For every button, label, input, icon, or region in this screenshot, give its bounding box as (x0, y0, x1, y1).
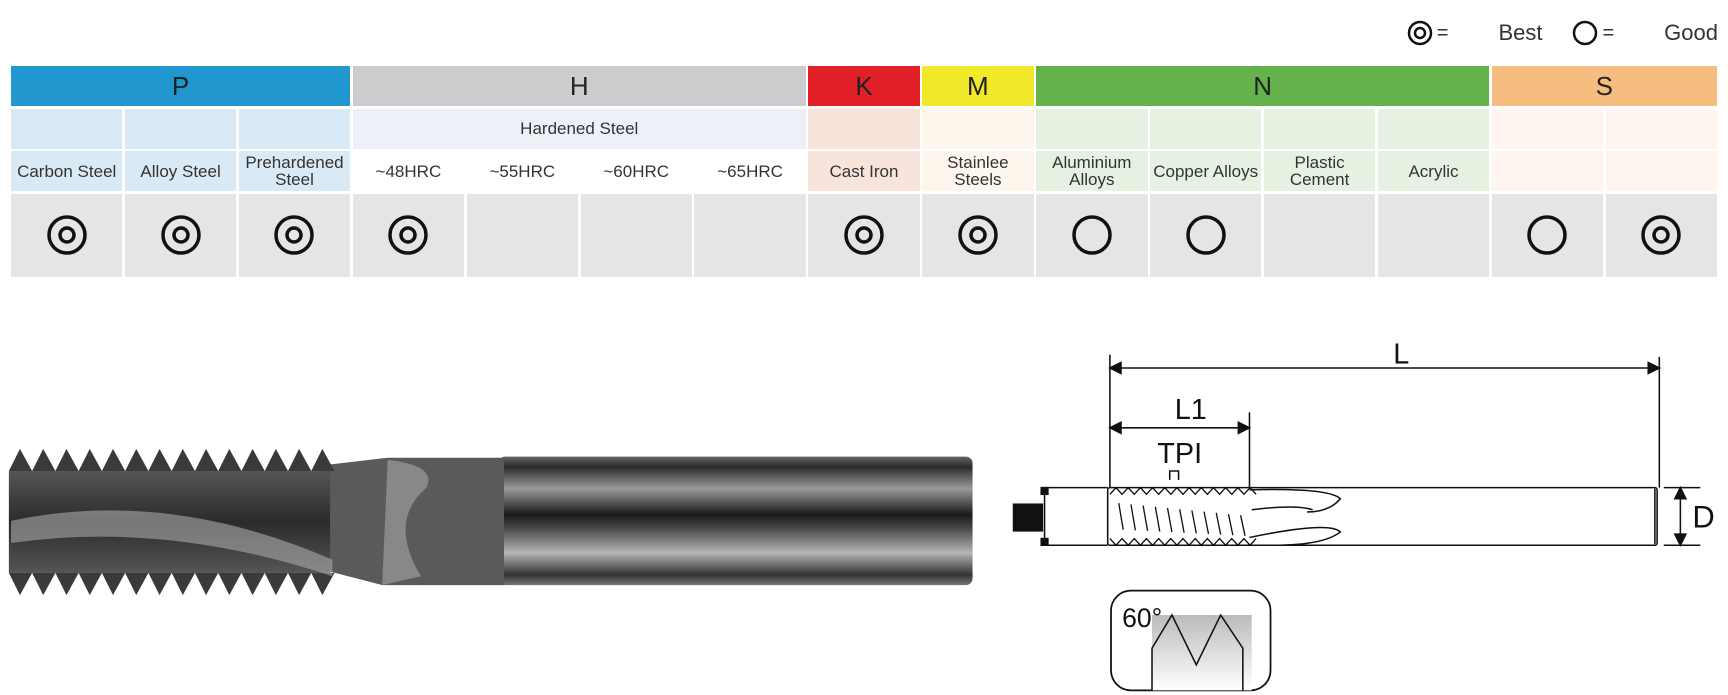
length-label: L (1393, 339, 1409, 371)
thread-teeth (8, 448, 335, 596)
circle-icon (1527, 215, 1568, 255)
subheader-cell (1263, 108, 1376, 149)
thread-length-label: L1 (1175, 394, 1207, 426)
double-circle-icon (1641, 215, 1682, 255)
material-label (1491, 151, 1604, 191)
technical-drawing (1012, 354, 1701, 692)
double-circle-icon (1407, 20, 1433, 46)
rating-cell (352, 193, 465, 277)
material-label: ~60HRC (580, 151, 692, 191)
rating-cell (1036, 193, 1148, 277)
flute-highlight (382, 459, 429, 586)
legend-good-label: Good (1664, 20, 1718, 45)
subheader-cell (1150, 108, 1262, 149)
double-circle-icon (46, 215, 87, 255)
rating-cell (1491, 193, 1604, 277)
legend-best-label: Best (1498, 20, 1543, 45)
group-header-m: M (922, 66, 1034, 106)
subheader-cell (124, 108, 237, 149)
subheader-cell (1036, 108, 1148, 149)
rating-cell (238, 193, 351, 277)
tpi-label: TPI (1157, 438, 1202, 470)
subheader-cell (238, 108, 351, 149)
material-label: Copper Alloys (1150, 151, 1262, 191)
group-header-s: S (1491, 66, 1717, 106)
subheader-hardened-steel: Hardened Steel (352, 108, 806, 149)
rating-cell (1377, 193, 1490, 277)
material-label: ~55HRC (466, 151, 578, 191)
rating-cell (922, 193, 1034, 277)
double-circle-icon (958, 215, 998, 255)
rating-cell (1605, 193, 1717, 277)
rating-cell (808, 193, 920, 277)
double-circle-icon (388, 215, 429, 255)
rating-cell (1263, 193, 1376, 277)
material-label: Alloy Steel (124, 151, 237, 191)
subheader-cell (1605, 108, 1717, 149)
material-label: Prehardened Steel (238, 151, 351, 191)
circle-icon (1185, 215, 1226, 255)
group-header-h: H (352, 66, 806, 106)
double-circle-icon (274, 215, 315, 255)
legend-good: = (1572, 20, 1614, 46)
thread-mill-photo (8, 448, 973, 596)
subheader-cell (11, 108, 123, 149)
rating-cell (11, 193, 123, 277)
material-label: Plastic Cement (1263, 151, 1376, 191)
subheader-cell (1377, 108, 1490, 149)
double-circle-icon (160, 215, 201, 255)
group-header-n: N (1036, 66, 1490, 106)
rating-cell (1150, 193, 1262, 277)
material-label (1605, 151, 1717, 191)
legend-equals: = (1436, 21, 1449, 44)
double-circle-icon (844, 215, 884, 255)
group-header-p: P (11, 66, 351, 106)
material-label: Aluminium Alloys (1036, 151, 1148, 191)
subheader-cell (922, 108, 1034, 149)
material-label: ~65HRC (694, 151, 806, 191)
group-header-k: K (808, 66, 920, 106)
subheader-cell (1491, 108, 1604, 149)
legend-equals: = (1602, 21, 1615, 44)
circle-icon (1573, 20, 1598, 46)
neck (321, 457, 504, 586)
legend: = Best = Good (1407, 20, 1718, 46)
diameter-label: D (1692, 499, 1714, 534)
flute-edge (11, 510, 333, 577)
material-label: Stainlee Steels (922, 151, 1034, 191)
material-label: Carbon Steel (11, 151, 123, 191)
angle-label: 60° (1122, 603, 1162, 633)
shank (498, 456, 973, 586)
rating-cell (580, 193, 692, 277)
rating-cell (466, 193, 578, 277)
rating-cell (124, 193, 237, 277)
legend-best: = (1407, 20, 1449, 46)
tool-outline (1106, 486, 1658, 546)
material-label: ~48HRC (352, 151, 465, 191)
subheader-cell (808, 108, 920, 149)
material-label: Cast Iron (808, 151, 920, 191)
material-label: Acrylic (1377, 151, 1490, 191)
circle-icon (1072, 215, 1112, 255)
rating-cell (694, 193, 806, 277)
